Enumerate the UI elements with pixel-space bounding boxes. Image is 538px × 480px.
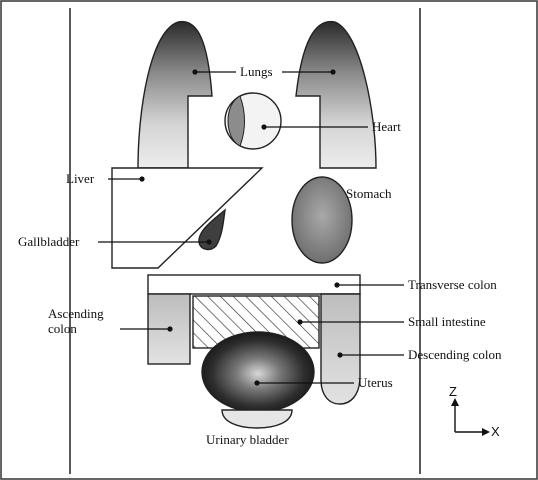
transverse-colon xyxy=(147,274,361,295)
uterus xyxy=(201,331,315,413)
liver xyxy=(111,167,264,269)
stomach xyxy=(291,176,353,264)
label-heart: Heart xyxy=(372,119,401,134)
gallbladder xyxy=(198,208,226,251)
x-axis-arrow-icon xyxy=(482,428,490,436)
x-axis-label: X xyxy=(491,424,500,439)
label-lungs: Lungs xyxy=(240,64,273,79)
leader-liver xyxy=(108,176,145,182)
right-lung xyxy=(295,20,377,169)
axis-indicator: Z X xyxy=(449,384,500,439)
label-urinary-bladder: Urinary bladder xyxy=(206,432,289,447)
leader-descending-colon xyxy=(337,352,404,358)
leader-transverse-colon xyxy=(334,282,404,288)
label-liver: Liver xyxy=(66,171,95,186)
left-lung xyxy=(137,20,213,169)
label-small-intestine: Small intestine xyxy=(408,314,486,329)
label-ascending-colon-line1: Ascending xyxy=(48,306,104,321)
leader-ascending-colon xyxy=(120,326,173,332)
label-gallbladder: Gallbladder xyxy=(18,234,80,249)
label-ascending-colon-line2: colon xyxy=(48,321,77,336)
label-stomach: Stomach xyxy=(346,186,392,201)
leader-gallbladder xyxy=(98,239,212,245)
leader-heart xyxy=(261,124,368,130)
leader-small-intestine xyxy=(297,319,404,325)
leader-uterus xyxy=(254,380,354,386)
z-axis-arrow-icon xyxy=(451,398,459,406)
label-descending-colon: Descending colon xyxy=(408,347,502,362)
z-axis-label: Z xyxy=(449,384,457,399)
urinary-bladder xyxy=(221,409,293,429)
descending-colon xyxy=(320,293,361,405)
leader-lungs xyxy=(192,69,336,75)
label-uterus: Uterus xyxy=(358,375,393,390)
label-transverse-colon: Transverse colon xyxy=(408,277,497,292)
heart-shaded-region xyxy=(227,95,245,147)
